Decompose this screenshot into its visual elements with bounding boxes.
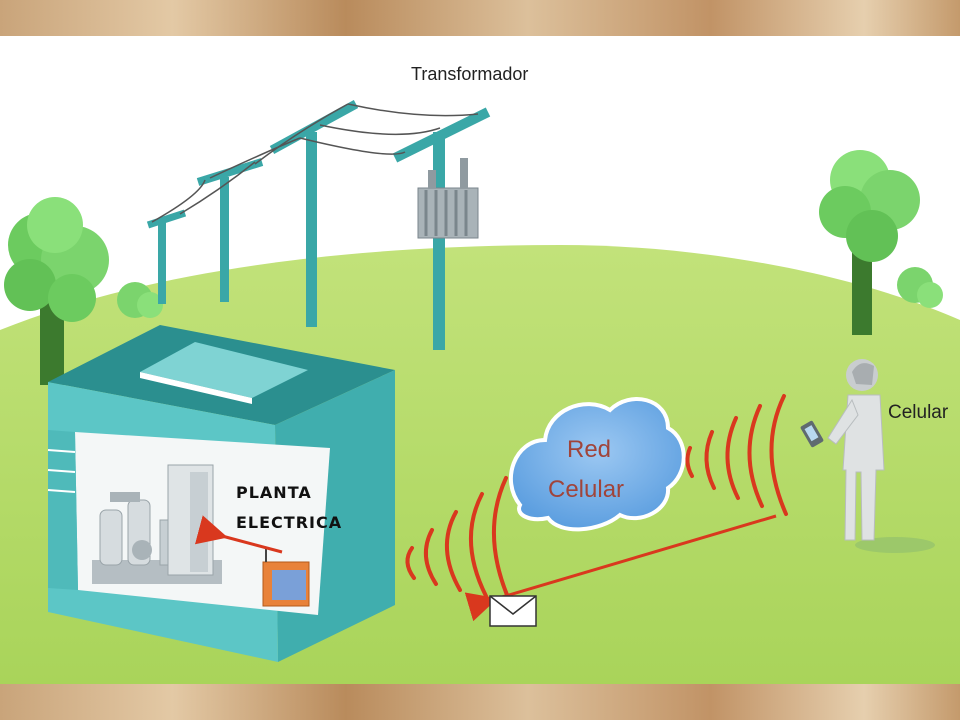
tree-right [819, 150, 920, 335]
bush-left [117, 282, 163, 318]
bottom-border [0, 684, 960, 720]
arrow-icon [464, 514, 777, 622]
tree-left [4, 197, 109, 385]
cellular-network-cloud [509, 397, 686, 532]
network-label-line2: Celular [548, 476, 624, 503]
signal-waves-icon [405, 476, 512, 604]
plant-label-line2: ELECTRICA [236, 513, 342, 532]
top-border [0, 0, 960, 36]
phone-label: Celular [888, 402, 949, 423]
transformer-label: Transformador [411, 64, 528, 84]
diagram-scene: Transformador PLANTA ELECTRICA [0, 36, 960, 684]
network-label-line1: Red [567, 436, 611, 463]
signal-waves-icon [685, 394, 788, 516]
generator-machinery [92, 464, 222, 584]
bush-right [897, 267, 943, 308]
power-plant-building [47, 325, 395, 662]
plant-label-line1: PLANTA [236, 483, 312, 502]
gsm-alarm-device [262, 548, 310, 607]
person-with-phone [800, 359, 935, 553]
transformer-device [417, 158, 479, 239]
arrow-icon [194, 515, 283, 554]
envelope-icon [489, 595, 537, 627]
